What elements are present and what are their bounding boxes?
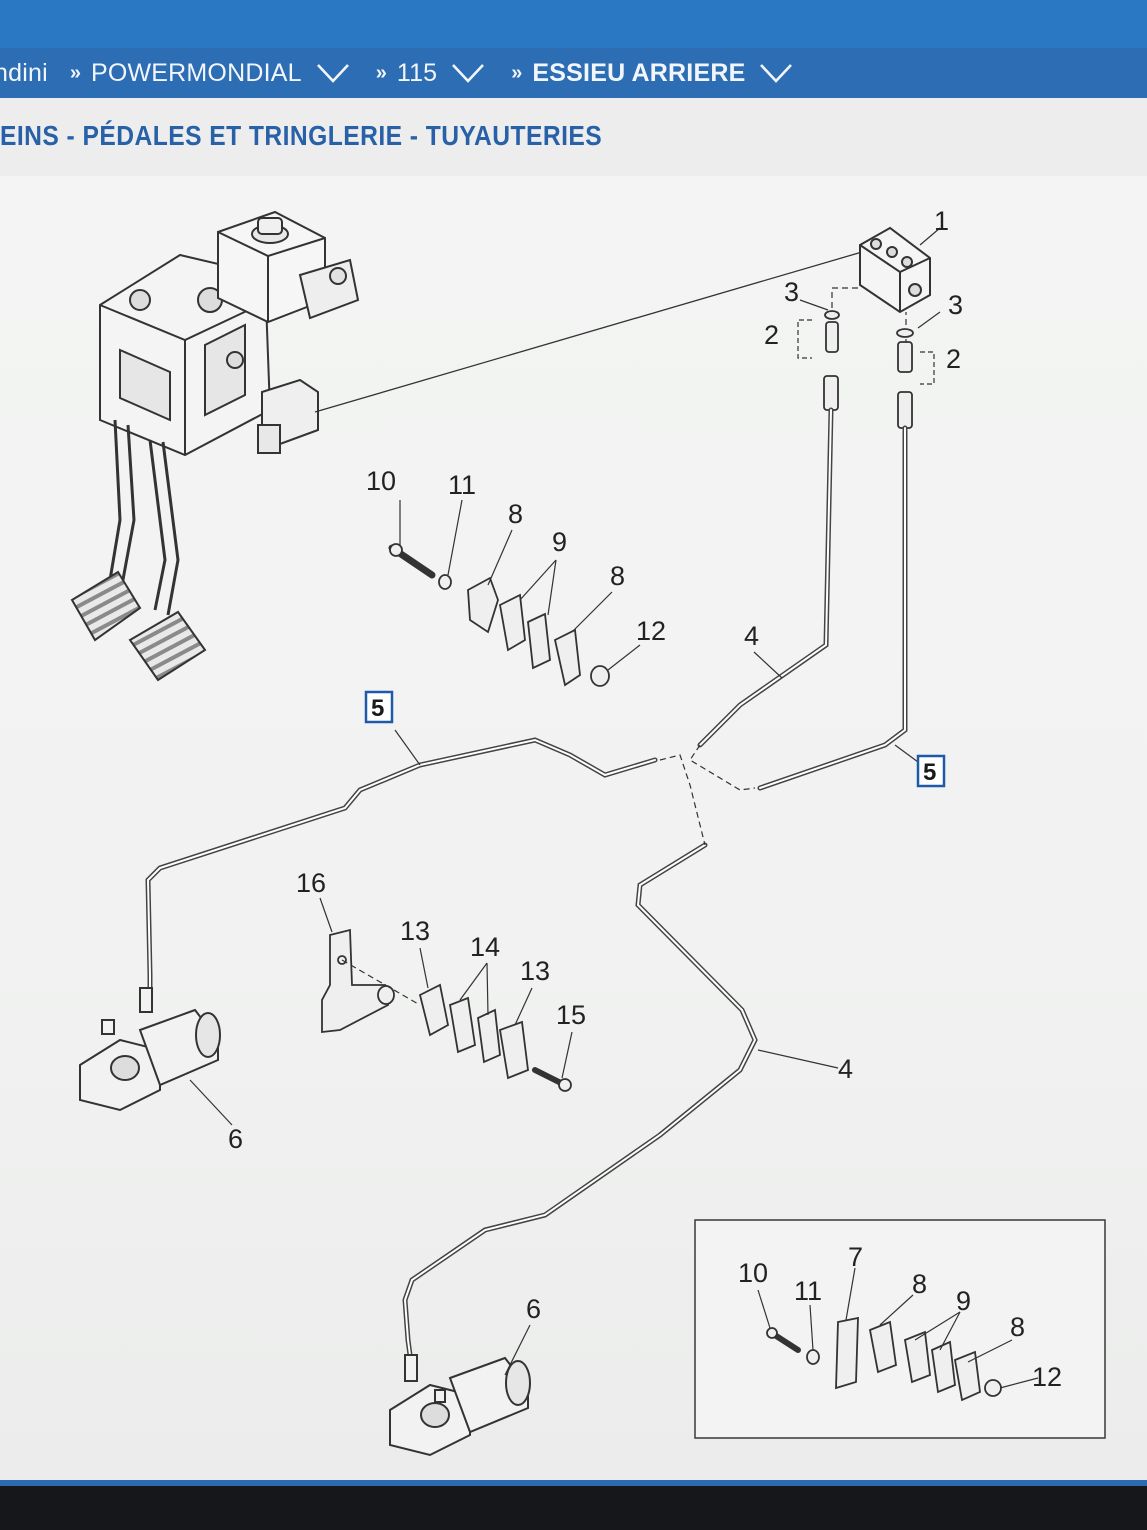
callout-10: 10 [738,1258,768,1288]
slave-cylinder-illustration [79,987,221,1112]
callout-11: 11 [448,470,476,500]
callout-8: 8 [912,1269,927,1299]
callout-11: 11 [794,1276,822,1306]
slave-cylinder-illustration [389,1354,531,1457]
callout-2: 2 [946,344,961,374]
clamp-set-lower-illustration [321,928,572,1092]
callout-12: 12 [636,616,666,646]
callout-2: 2 [764,320,779,350]
callout-16: 16 [296,868,326,898]
breadcrumb-item-assembly[interactable]: ESSIEU ARRIERE [532,59,793,88]
breadcrumb: ndini » POWERMONDIAL » 115 » ESSIEU ARRI… [0,48,1147,98]
chevron-down-icon[interactable] [451,62,485,84]
chevron-down-icon[interactable] [316,62,350,84]
inset-detail-box [694,1219,1106,1439]
callout-8: 8 [1010,1312,1025,1342]
callout-7: 7 [848,1242,863,1272]
breadcrumb-separator: » [375,61,387,84]
callout-5: 5 [923,759,936,786]
section-header: EINS - PÉDALES ET TRINGLERIE - TUYAUTERI… [0,98,1147,176]
callout-9: 9 [552,527,567,557]
page-title: EINS - PÉDALES ET TRINGLERIE - TUYAUTERI… [0,120,603,151]
callout-4: 4 [838,1054,853,1084]
inset-clamp-illustration [766,1316,1002,1402]
brake-pipes [145,407,908,1358]
callout-1: 1 [934,206,949,236]
callout-13: 13 [520,956,550,986]
callout-5: 5 [371,695,384,722]
breadcrumb-item-version[interactable]: 115 [397,59,485,88]
screen-bezel [0,1480,1147,1530]
callout-4: 4 [744,621,759,651]
callout-3: 3 [948,290,963,320]
callout-5-box[interactable]: 5 [916,754,946,788]
breadcrumb-item-model[interactable]: POWERMONDIAL [91,59,350,88]
callout-8: 8 [508,499,523,529]
callout-15: 15 [556,1000,586,1030]
window-top-bar [0,0,1147,48]
callout-13: 13 [400,916,430,946]
callout-labels: 1 2 2 3 3 4 4 6 6 7 8 8 8 8 9 9 10 10 11… [228,206,1062,1392]
callout-8: 8 [610,561,625,591]
pedal-assembly-illustration [70,210,360,682]
callout-14: 14 [470,932,500,962]
callout-leaders [189,227,1039,1389]
callout-6: 6 [526,1294,541,1324]
callout-5-box[interactable]: 5 [364,690,394,724]
callout-6: 6 [228,1124,243,1154]
breadcrumb-item-brand[interactable]: ndini [0,58,48,87]
parts-diagram: 1 2 2 3 3 4 4 6 6 7 8 8 8 8 9 9 10 10 11… [0,176,1147,1480]
chevron-down-icon[interactable] [759,62,793,84]
exploded-parts-view: 1 2 2 3 3 4 4 6 6 7 8 8 8 8 9 9 10 10 11… [70,206,1106,1457]
callout-9: 9 [956,1286,971,1316]
leader-line [314,251,863,413]
divider [0,1480,1147,1486]
callout-12: 12 [1032,1362,1062,1392]
callout-10: 10 [366,466,396,496]
callout-3: 3 [784,277,799,307]
clamp-set-upper-illustration [388,543,610,687]
fitting-illustration [823,310,914,429]
distribution-block-illustration [859,226,931,314]
breadcrumb-separator: » [69,61,81,84]
breadcrumb-separator: » [511,61,523,84]
